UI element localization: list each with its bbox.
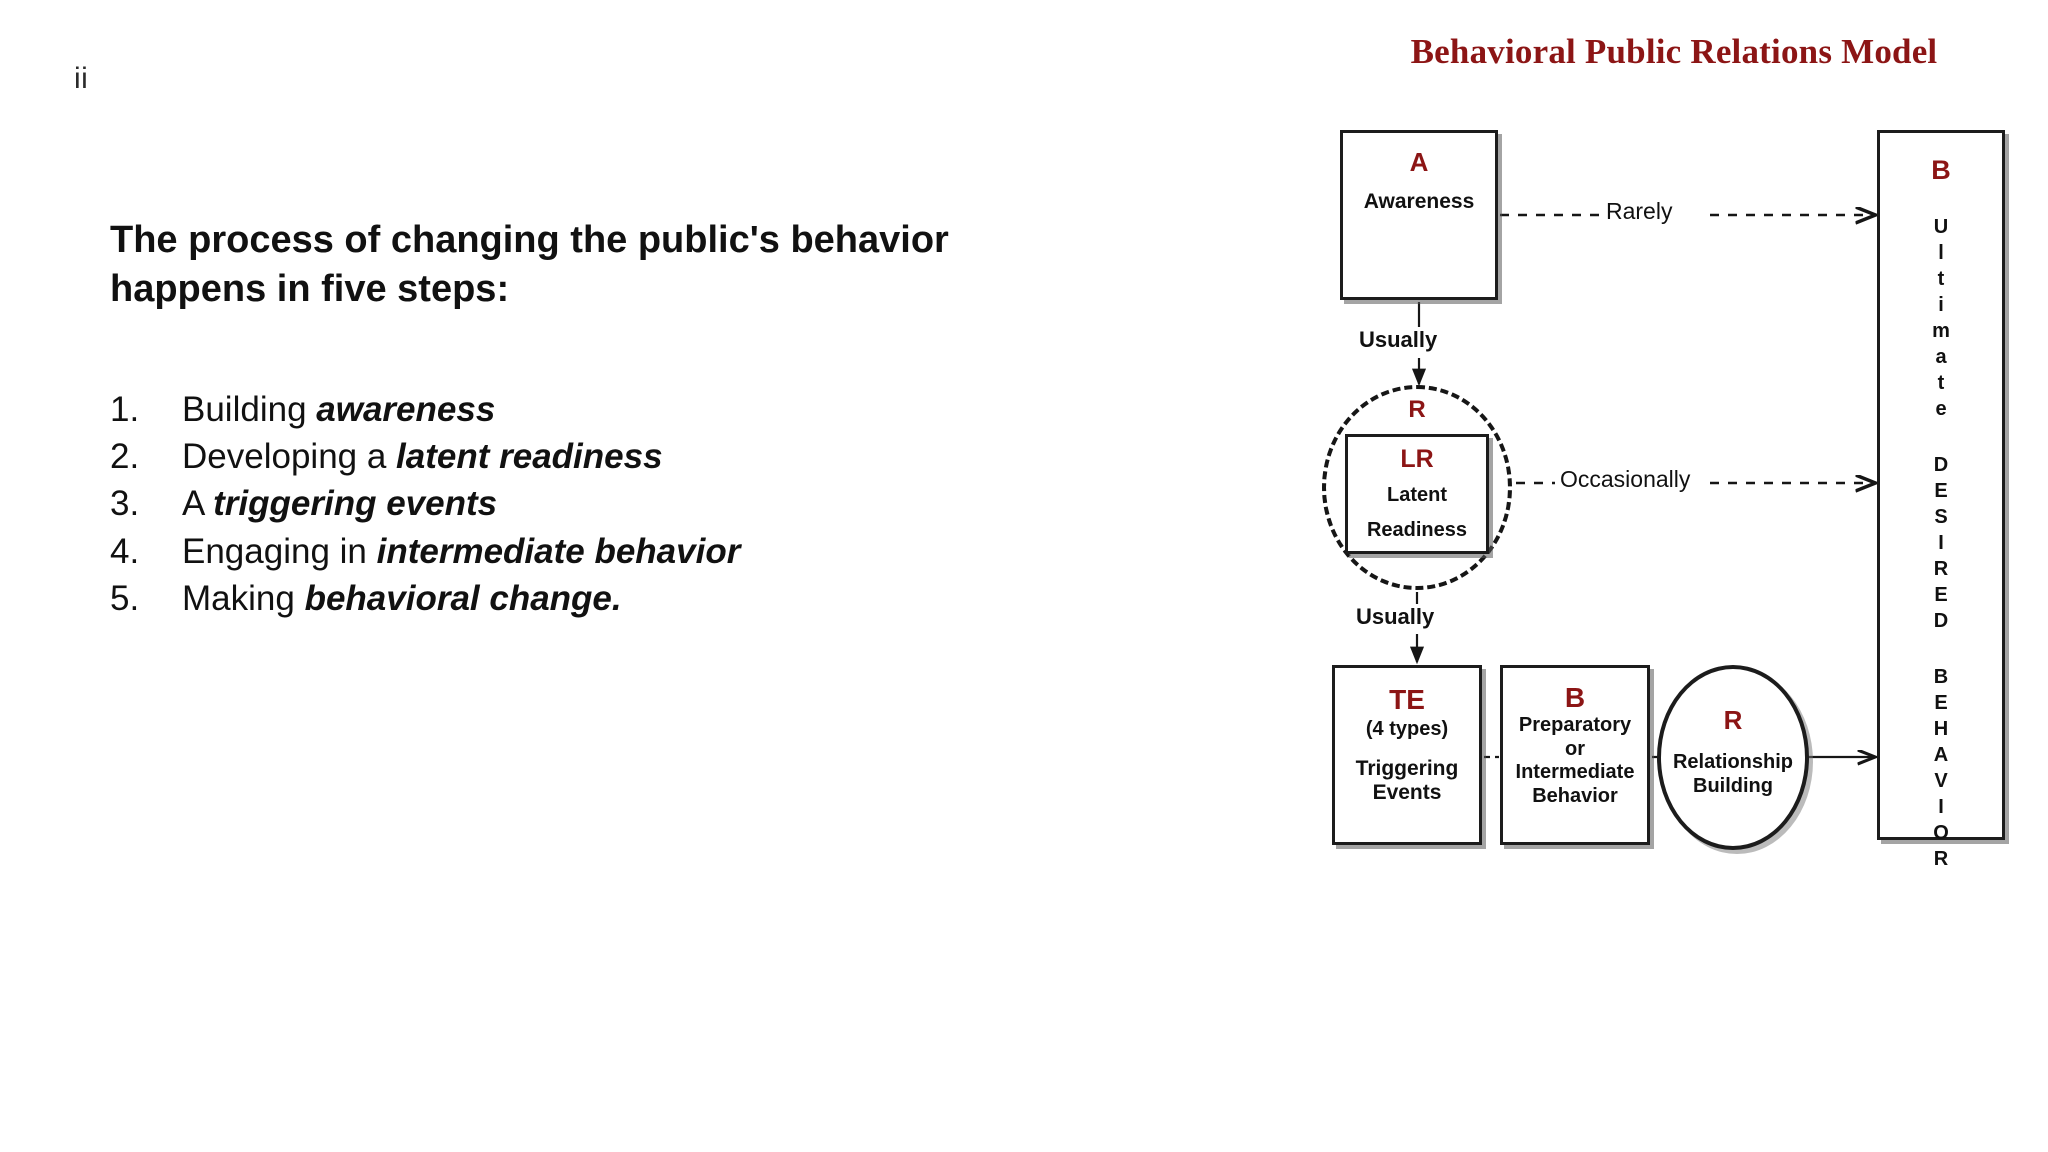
list-item: 2. Developing a latent readiness	[110, 437, 1150, 476]
node-intermediate-behavior-label-2: or	[1565, 737, 1585, 760]
vstack-letter: E	[1934, 692, 1948, 714]
list-item-number: 4.	[110, 531, 140, 571]
list-item-number: 1.	[110, 390, 140, 429]
node-intermediate-behavior[interactable]: B Preparatory or Intermediate Behavior	[1500, 665, 1650, 845]
node-triggering-events-subtitle: (4 types)	[1365, 718, 1449, 740]
list-item-text: Engaging in intermediate behavior	[182, 532, 740, 571]
list-item-emphasis: behavioral change.	[304, 578, 622, 618]
vstack-letter: B	[1933, 666, 1949, 688]
node-awareness[interactable]: A Awareness	[1340, 130, 1498, 300]
node-triggering-events-label-2: Events	[1372, 781, 1442, 804]
vstack-letter: e	[1935, 398, 1947, 420]
node-intermediate-behavior-label-1: Preparatory	[1518, 714, 1632, 736]
list-item-plain: A	[182, 484, 214, 524]
node-relationship-building-label-2: Building	[1693, 775, 1773, 797]
slide-number: ii	[74, 62, 89, 95]
connector-label-rarely: Rarely	[1602, 198, 1677, 225]
list-item: 5. Making behavioral change.	[110, 579, 1150, 618]
steps-list: 1. Building awareness 2. Developing a la…	[110, 390, 1150, 626]
node-latent-readiness-label-2: Readiness	[1366, 519, 1468, 541]
node-awareness-label: Awareness	[1363, 190, 1475, 213]
list-item-text: A triggering events	[182, 484, 497, 523]
behavioral-pr-model-diagram: Behavioral Public Relations Model Ultima…	[1300, 0, 2048, 1152]
node-triggering-events-code: TE	[1389, 684, 1425, 715]
list-item-emphasis: intermediate behavior	[376, 531, 741, 571]
vstack-letter: t	[1937, 372, 1945, 394]
node-intermediate-behavior-label-4: Behavior	[1532, 784, 1618, 807]
vstack-letter: R	[1933, 848, 1949, 870]
list-item-plain: Developing a	[182, 437, 397, 477]
node-intermediate-behavior-labels: Preparatory or Intermediate Behavior	[1503, 714, 1647, 808]
list-item: 1. Building awareness	[110, 390, 1150, 429]
node-intermediate-behavior-code: B	[1564, 682, 1586, 713]
node-latent-readiness-ring[interactable]	[1322, 385, 1512, 590]
vstack-letter: I	[1938, 532, 1944, 554]
vstack-letter: H	[1933, 718, 1949, 740]
vstack-letter: I	[1938, 796, 1944, 818]
vstack-letter: a	[1935, 346, 1947, 368]
vstack-letter: l	[1938, 242, 1944, 264]
vstack-letter: U	[1933, 216, 1949, 238]
list-item-text: Developing a latent readiness	[182, 437, 663, 476]
node-awareness-code: A	[1409, 147, 1429, 177]
vstack-letter: V	[1934, 770, 1948, 792]
node-ultimate-desired-behavior-code: B	[1931, 155, 1951, 185]
connector-label-usually-bottom: Usually	[1352, 604, 1439, 630]
list-item-emphasis: latent readiness	[396, 437, 663, 477]
node-relationship-building-label-1: Relationship	[1672, 751, 1793, 773]
list-item-emphasis: triggering events	[213, 484, 498, 524]
vstack-letter: A	[1933, 744, 1949, 766]
node-latent-readiness-ring-code: R	[1408, 396, 1426, 423]
list-item-text: Making behavioral change.	[182, 579, 622, 618]
node-latent-readiness-code: LR	[1400, 445, 1434, 473]
vstack-letter: S	[1934, 506, 1948, 528]
diagram-title: Behavioral Public Relations Model	[1410, 32, 1938, 71]
node-triggering-events-label-1: Triggering	[1355, 757, 1459, 780]
node-intermediate-behavior-label-3: Intermediate	[1515, 761, 1635, 784]
list-item: 4. Engaging in intermediate behavior	[110, 532, 1150, 571]
node-latent-readiness[interactable]: LR Latent Readiness	[1345, 434, 1489, 554]
vstack-letter: m	[1932, 320, 1950, 342]
vstack-letter: R	[1933, 558, 1949, 580]
list-item-plain: Engaging in	[182, 531, 377, 571]
list-item-plain: Building	[182, 390, 317, 429]
list-item-number: 3.	[110, 484, 140, 524]
list-item: 3. A triggering events	[110, 484, 1150, 523]
vstack-letter: O	[1933, 822, 1949, 844]
vstack-letter: D	[1933, 454, 1949, 476]
connector-label-occasionally: Occasionally	[1556, 466, 1695, 493]
vstack-letter: D	[1933, 610, 1949, 632]
vstack-letter: i	[1938, 294, 1944, 316]
list-item-emphasis: awareness	[316, 390, 496, 429]
list-item-plain: Making	[182, 578, 305, 618]
list-item-number: 2.	[110, 437, 140, 477]
vstack-letter: t	[1937, 268, 1945, 290]
vstack-letter: E	[1934, 480, 1948, 502]
list-item-number: 5.	[110, 578, 140, 618]
connector-label-usually-top: Usually	[1355, 327, 1442, 353]
node-relationship-building-code: R	[1723, 705, 1743, 735]
list-item-text: Building awareness	[182, 390, 495, 429]
vstack-letter: E	[1934, 584, 1948, 606]
node-latent-readiness-label-1: Latent	[1387, 484, 1447, 506]
node-triggering-events[interactable]: TE (4 types) Triggering Events	[1332, 665, 1482, 845]
page-title: The process of changing the public's beh…	[110, 219, 949, 311]
